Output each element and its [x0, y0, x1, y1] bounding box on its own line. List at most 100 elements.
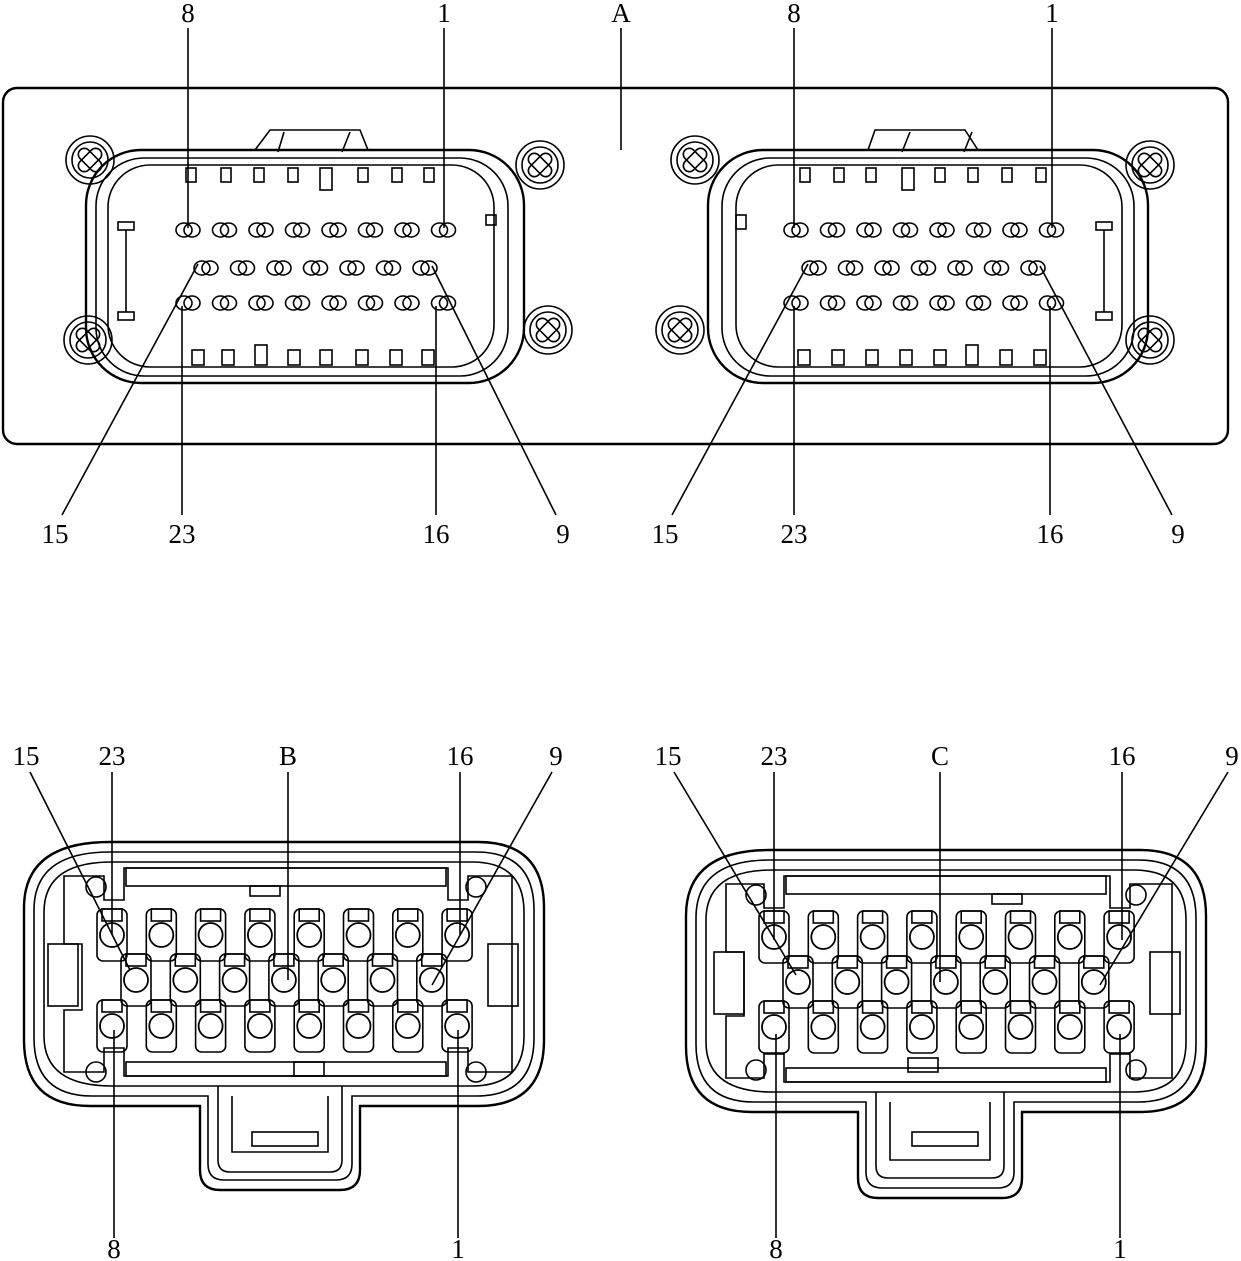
plug-b-leader-lines	[29, 771, 553, 1238]
pin-contact	[211, 295, 238, 311]
screw-icon	[655, 305, 705, 355]
label-a-left-pin-16: 16	[423, 519, 450, 549]
pin-cavity	[391, 999, 424, 1053]
pin-cavity	[1078, 955, 1110, 1009]
pin-contact	[394, 222, 420, 238]
screw-icon	[1125, 140, 1175, 190]
pin-contact	[892, 295, 919, 311]
pin-cavity	[831, 955, 864, 1009]
pin-cavity	[1054, 1000, 1086, 1054]
pin-contact	[783, 295, 809, 311]
screw-icon	[670, 135, 720, 185]
pin-contact	[284, 295, 311, 311]
module-a-labels: 8 1 A 8 1 15 23 16 9 15 23 16 9	[42, 0, 1185, 549]
plug-c: 15 23 C 16 9 8 1	[655, 741, 1239, 1261]
pin-contact	[1002, 222, 1028, 238]
pin-contact	[1038, 222, 1065, 238]
pin-cavity	[856, 1000, 889, 1054]
label-a-left-pin-23: 23	[169, 519, 196, 549]
pin-cavity	[880, 955, 913, 1009]
pin-contact	[193, 260, 219, 276]
pin-cavity	[391, 908, 424, 962]
pin-cavity	[317, 953, 350, 1007]
label-a-right-pin-8: 8	[787, 0, 801, 28]
label-a-right-pin-9: 9	[1171, 519, 1185, 549]
pin-contact	[837, 260, 864, 276]
pin-contact	[910, 260, 937, 276]
label-c-pin-1: 1	[1113, 1234, 1127, 1261]
plug-b: 15 23 B 16 9 8 1	[13, 741, 563, 1261]
plug-c-labels: 15 23 C 16 9 8 1	[655, 741, 1239, 1261]
pin-contact	[819, 295, 846, 311]
label-a-left-pin-15: 15	[42, 519, 69, 549]
pin-contact	[430, 295, 457, 311]
pin-cavity	[218, 953, 251, 1007]
pin-contact	[947, 260, 973, 276]
pin-cavity	[194, 999, 227, 1053]
pin-contact	[856, 295, 882, 311]
pin-cavity	[979, 955, 1012, 1009]
pin-contact	[965, 222, 992, 238]
pin-cavity	[906, 910, 938, 964]
pin-cavity	[145, 999, 178, 1053]
module-a-left-connector	[84, 129, 526, 385]
pin-cavity	[268, 953, 300, 1007]
plug-c-leader-lines	[673, 771, 1229, 1238]
pin-contact	[412, 260, 438, 276]
pin-cavity	[782, 955, 814, 1009]
pin-contact	[339, 260, 365, 276]
label-b-pin-15: 15	[13, 741, 40, 771]
pin-contact	[284, 222, 311, 238]
pin-cavity	[244, 999, 276, 1053]
plug-b-pin-field	[96, 908, 473, 1053]
pin-contact	[302, 260, 329, 276]
pin-contact	[1020, 260, 1046, 276]
pin-contact	[266, 260, 292, 276]
pin-contact	[248, 295, 274, 311]
pin-cavity	[955, 1000, 988, 1054]
pin-contact	[357, 295, 384, 311]
pin-contact	[321, 222, 347, 238]
label-b-pin-23: 23	[99, 741, 126, 771]
pin-cavity	[930, 955, 962, 1009]
pin-contact	[211, 222, 238, 238]
label-b-pin-9: 9	[549, 741, 563, 771]
label-c-pin-16: 16	[1109, 741, 1136, 771]
pin-contact	[819, 222, 846, 238]
pin-contact	[321, 295, 347, 311]
label-a-right-pin-1: 1	[1045, 0, 1059, 28]
screw-icon	[523, 305, 573, 355]
screw-icon	[1125, 315, 1175, 365]
pin-contact	[430, 222, 457, 238]
module-a-leader-lines	[61, 28, 1173, 516]
pin-contact	[375, 260, 402, 276]
pin-contact	[175, 222, 201, 238]
pin-contact	[248, 222, 274, 238]
label-b-pin-16: 16	[447, 741, 474, 771]
label-a-left-pin-9: 9	[556, 519, 570, 549]
pin-cavity	[1103, 1000, 1135, 1054]
label-b-pin-8: 8	[107, 1234, 121, 1261]
label-a-right-pin-23: 23	[781, 519, 808, 549]
screw-icon	[63, 315, 113, 365]
pin-cavity	[1028, 955, 1061, 1009]
module-a-right-bottom-tabs	[797, 344, 1047, 366]
pin-cavity	[194, 908, 227, 962]
pin-cavity	[120, 953, 152, 1007]
pin-contact	[856, 222, 882, 238]
module-a-left-pin-field	[175, 222, 457, 311]
pin-cavity	[145, 908, 178, 962]
pin-cavity	[1004, 1000, 1037, 1054]
label-a-right-pin-15: 15	[652, 519, 679, 549]
label-c-pin-15: 15	[655, 741, 682, 771]
pin-cavity	[293, 908, 326, 962]
plug-b-labels: 15 23 B 16 9 8 1	[13, 741, 563, 1261]
pin-cavity	[807, 910, 840, 964]
pin-contact	[357, 222, 384, 238]
pin-cavity	[955, 910, 988, 964]
module-a-right-top-tabs	[799, 167, 1047, 191]
module-a-left-top-tabs	[185, 167, 435, 191]
screw-icon	[515, 140, 565, 190]
label-c-pin-9: 9	[1225, 741, 1239, 771]
